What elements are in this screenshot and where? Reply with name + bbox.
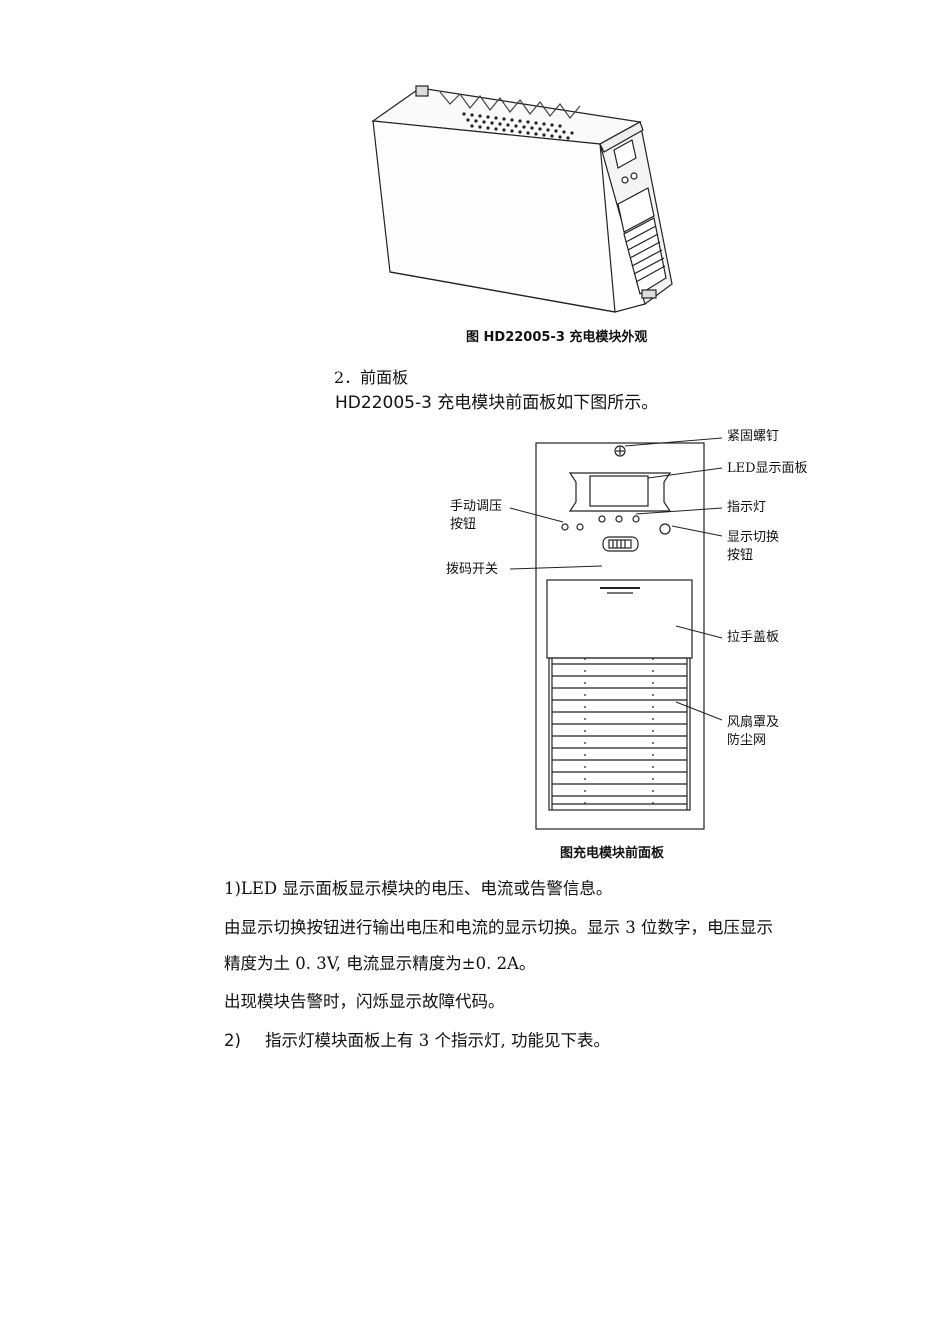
section-heading: 2．前面板	[334, 368, 409, 387]
figure2-caption: 图充电模块前面板	[560, 846, 665, 861]
callout-handle-cover: 拉手盖板	[727, 630, 780, 645]
module-isometric-drawing	[371, 85, 673, 313]
callout-manual-line1: 手动调压	[450, 499, 503, 514]
callout-indicator: 指示灯	[727, 500, 767, 515]
callout-led-panel: LED显示面板	[727, 461, 808, 476]
paragraph-indicators: 指示灯模块面板上有 3 个指示灯, 功能见下表。	[265, 1031, 610, 1050]
list-number-2: 2)	[224, 1031, 241, 1050]
callout-fan-line1: 风扇罩及	[727, 715, 780, 730]
callout-display-switch-line2: 按钮	[727, 548, 754, 563]
callout-leader-lines	[509, 437, 723, 721]
callout-screw: 紧固螺钉	[727, 429, 780, 444]
paragraph-alarm: 出现模块告警时，闪烁显示故障代码。	[224, 992, 505, 1011]
section-intro: HD22005-3 充电模块前面板如下图所示。	[335, 393, 659, 413]
callout-dip-switch: 拨码开关	[446, 562, 499, 577]
paragraph-led-panel: 1)LED 显示面板显示模块的电压、电流或告警信息。	[224, 879, 613, 898]
front-panel-drawing	[535, 442, 705, 830]
figure1-caption: 图 HD22005-3 充电模块外观	[466, 330, 648, 345]
callout-display-switch-line1: 显示切换	[727, 530, 780, 545]
callout-manual-line2: 按钮	[450, 517, 477, 532]
paragraph-display-switch-line1: 由显示切换按钮进行输出电压和电流的显示切换。显示 3 位数字，电压显示	[224, 918, 773, 937]
callout-fan-line2: 防尘网	[727, 733, 767, 748]
paragraph-display-switch-line2: 精度为土 0. 3V, 电流显示精度为±0. 2A。	[224, 954, 536, 973]
